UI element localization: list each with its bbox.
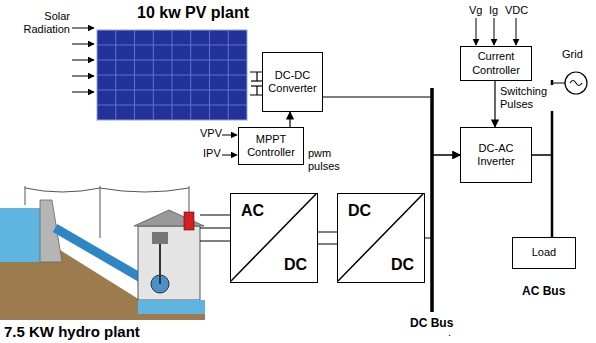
plant-heading: 10 kw PV plant [137,4,249,22]
load-box: Load [512,237,576,269]
connector [250,72,262,95]
signal-name: IPV [203,147,221,160]
ac-dc-converter: AC DC [230,193,318,283]
hydro-plant: 7.5 KW hydro plant [0,178,200,343]
box-text: MPPT Controller [243,133,299,159]
converter-terminal-label: DC [348,202,371,220]
pv-cells [97,30,247,120]
edge-label: Switching Pulses [500,85,554,111]
box-text: DC-AC Inverter [465,142,527,168]
box-text: Load [532,246,556,259]
edge-label: pwm pulses [308,147,352,173]
controller-box: MPPT Controller [238,127,304,165]
inverter-box: DC-AC Inverter [460,127,532,183]
controller-box: Current Controller [460,46,532,81]
signal-name: VPV [200,127,222,140]
ac-source-symbol [560,68,592,98]
pv-plant: 10 kw PV plant [95,4,250,122]
connector [494,81,495,127]
pv-panel [97,30,247,120]
signal-name: VDC [505,4,528,17]
converter-terminal-label: DC [284,256,307,274]
grid-label: Grid [562,48,583,60]
converter-box: DC-DC Converter [262,52,323,112]
radiation-label: Solar Radiation [12,10,70,36]
bus-label: DC Bus [410,316,453,330]
connector [425,155,460,238]
bus-label: AC Bus [522,284,565,298]
box-text: Current Controller [465,50,527,76]
dot-mark: . [448,326,451,339]
box-text: DC-DC Converter [267,69,318,95]
connector [200,215,230,241]
dc-dc-converter: DC DC [337,193,425,283]
plant-heading: 7.5 KW hydro plant [4,323,140,340]
signal-name: Ig [489,4,498,17]
connector [318,232,337,244]
connector [289,112,290,127]
grid-source: Grid [560,48,592,98]
signal-name: Vg [469,4,482,17]
hydro-illustration [0,186,205,320]
radiation-arrows [72,28,94,92]
connector [532,155,552,237]
converter-terminal-label: AC [241,202,264,220]
converter-terminal-label: DC [391,256,414,274]
